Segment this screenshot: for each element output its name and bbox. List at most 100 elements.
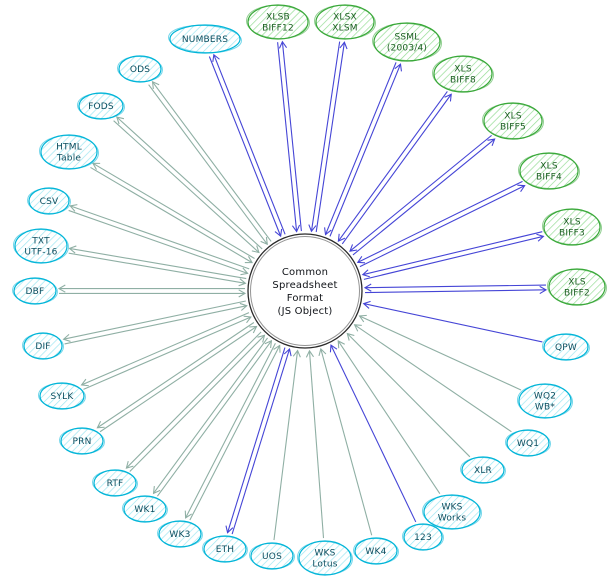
- node-label: HTML: [56, 143, 82, 153]
- node-ssml: SSML(2003/4): [372, 22, 442, 62]
- node-label: TXT: [31, 237, 50, 247]
- edge-xls-biff4: [356, 180, 526, 268]
- node-label: XLR: [474, 466, 492, 476]
- node-label: Works: [438, 514, 467, 524]
- node-label: BIFF2: [564, 289, 590, 299]
- node-label: SSML: [394, 33, 419, 43]
- node-label: RTF: [107, 479, 124, 489]
- edge-html-table: [90, 162, 255, 264]
- edge-xlsx-xlsm: [308, 41, 348, 233]
- node-label: FODS: [88, 102, 114, 112]
- edge-xls-biff5: [349, 134, 496, 256]
- node-label: 123: [414, 533, 432, 543]
- node-label: XLS: [563, 218, 581, 228]
- node-label: WK4: [365, 547, 386, 557]
- node-xlr: XLR: [460, 456, 506, 484]
- edge-lotus-123: [329, 344, 417, 523]
- node-wk1: WK1: [122, 495, 168, 523]
- edge-prn: [96, 322, 258, 433]
- node-label: WQ1: [517, 439, 539, 449]
- edge-sylk: [80, 312, 252, 390]
- edge-xlsb-biff12: [277, 40, 302, 233]
- node-label: UOS: [262, 552, 282, 562]
- edge-wks-works: [337, 340, 441, 495]
- node-label: WK1: [134, 505, 155, 515]
- edge-qpw: [362, 300, 543, 343]
- node-label: WB*: [535, 403, 555, 413]
- nodes: XLSBBIFF12XLSXXLSMSSML(2003/4)XLSBIFF8XL…: [12, 4, 607, 576]
- center-label: Common: [282, 267, 328, 278]
- edge-xls-biff8: [337, 91, 452, 245]
- node-csv: CSV: [27, 187, 71, 215]
- node-label: ETH: [216, 545, 235, 555]
- node-label: QPW: [555, 343, 577, 353]
- edge-dbf: [57, 284, 247, 298]
- center-label: Spreadsheet: [272, 280, 337, 291]
- node-label: Table: [56, 154, 82, 164]
- edges: [57, 40, 548, 541]
- node-label: Lotus: [312, 560, 337, 570]
- node-sylk: SYLK: [38, 382, 86, 410]
- node-label: WKS: [314, 549, 335, 559]
- node-prn: PRN: [59, 427, 105, 455]
- node-eth: ETH: [202, 535, 248, 563]
- node-wq1: WQ1: [505, 429, 551, 457]
- edge-csv: [68, 204, 250, 276]
- center-label: Format: [287, 293, 323, 304]
- edge-wk3: [184, 343, 281, 521]
- node-label: XLS: [540, 162, 558, 172]
- node-label: BIFF3: [559, 229, 585, 239]
- node-label: PRN: [72, 437, 91, 447]
- node-label: BIFF5: [500, 123, 526, 133]
- node-label: XLS: [454, 65, 472, 75]
- node-label: BIFF4: [536, 173, 562, 183]
- edge-ods: [148, 80, 272, 246]
- node-lotus-123: 123: [402, 523, 444, 551]
- node-label: WK3: [169, 530, 190, 540]
- node-label: WQ2: [534, 392, 556, 402]
- node-label: DIF: [35, 342, 50, 352]
- edge-wq2-wb: [358, 314, 522, 391]
- node-dif: DIF: [22, 332, 64, 360]
- node-label: SYLK: [51, 392, 75, 402]
- node-label: BIFF8: [450, 76, 476, 86]
- edge-wk4: [318, 347, 373, 536]
- edge-xlr: [346, 332, 471, 458]
- edge-xls-biff2: [363, 283, 548, 295]
- node-label: ODS: [130, 65, 150, 75]
- node-wk4: WK4: [353, 537, 399, 565]
- edge-dif: [62, 300, 248, 345]
- edge-ssml: [324, 62, 402, 237]
- node-fods: FODS: [77, 92, 125, 120]
- node-label: UTF-16: [24, 248, 57, 258]
- edge-wk1: [152, 337, 273, 497]
- node-numbers: NUMBERS: [168, 24, 242, 54]
- node-label: BIFF12: [262, 24, 294, 34]
- node-dbf: DBF: [12, 277, 58, 305]
- edge-eth: [225, 347, 292, 535]
- node-label: DBF: [26, 287, 45, 297]
- node-label: XLS: [568, 278, 586, 288]
- edge-fods: [113, 116, 263, 254]
- node-label: WKS: [441, 503, 462, 513]
- node-qpw: QPW: [542, 333, 590, 361]
- center-label: (JS Object): [277, 306, 332, 317]
- node-ods: ODS: [117, 55, 163, 83]
- node-label: XLSB: [266, 13, 290, 23]
- node-wk3: WK3: [157, 520, 203, 548]
- node-rtf: RTF: [92, 469, 138, 497]
- edge-wks-lotus: [305, 349, 325, 539]
- node-label: (2003/4): [387, 44, 427, 54]
